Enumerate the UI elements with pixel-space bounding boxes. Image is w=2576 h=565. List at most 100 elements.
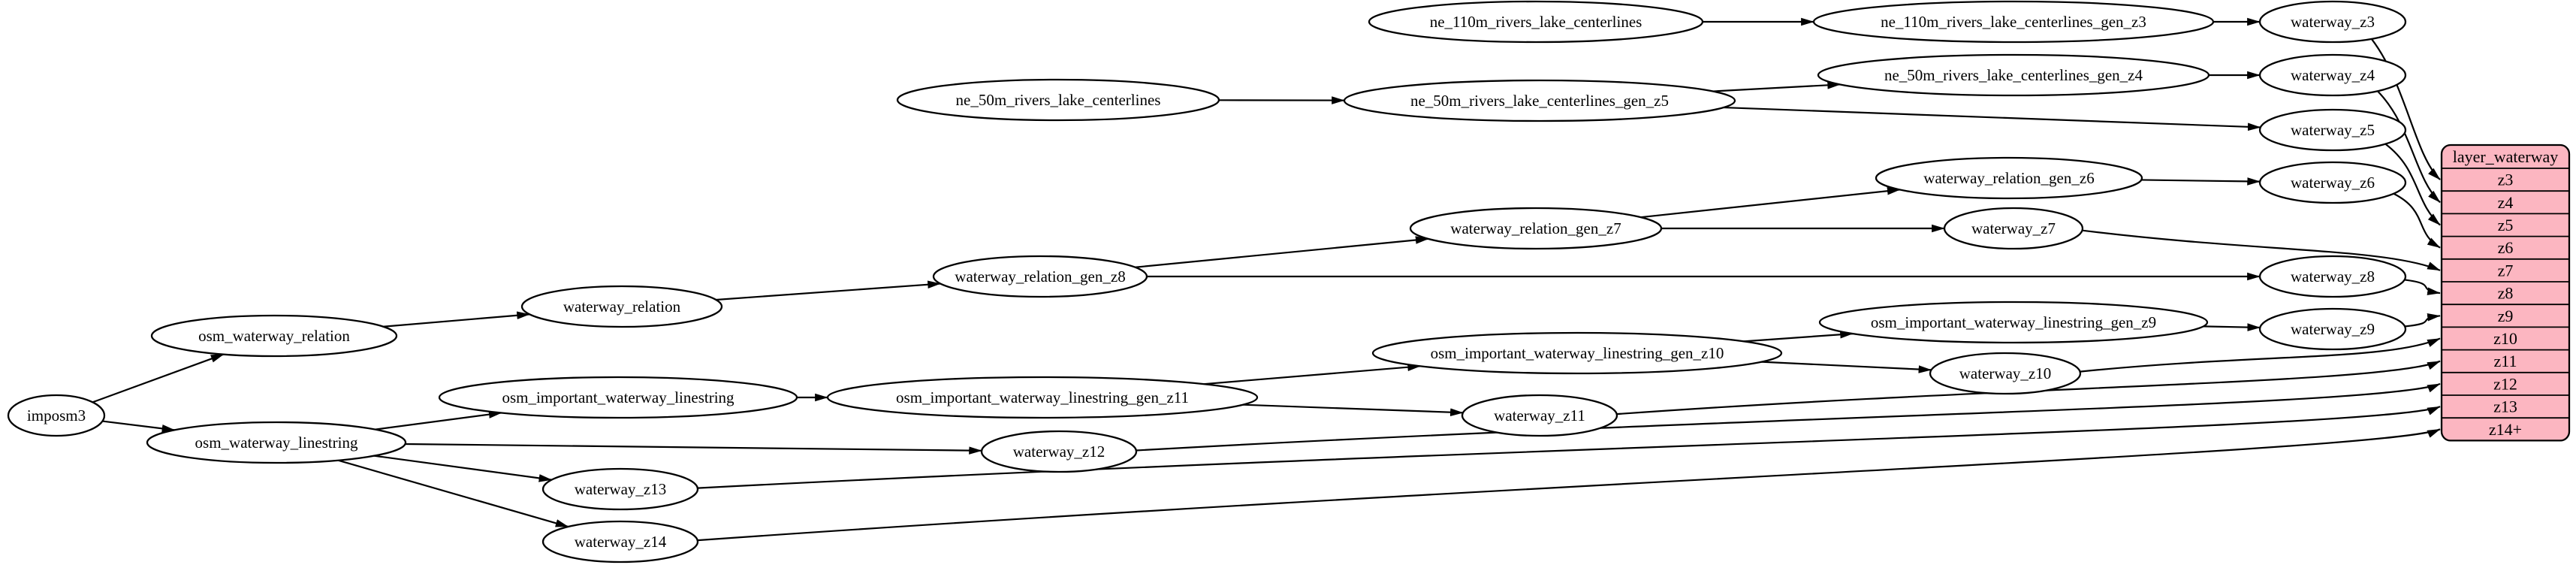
node-ellipse-waterway_relation_gen_z7 <box>1409 207 1663 250</box>
node-ellipse-osm_waterway_relation <box>150 314 398 358</box>
edge-ne_50m_rivers_lake_centerlines_gen_z5-to-waterway_z5 <box>1723 106 2261 131</box>
node-label-ne_50m_rivers_lake_centerlines: ne_50m_rivers_lake_centerlines <box>956 91 1161 109</box>
table-row-z8: z8 <box>2498 284 2514 303</box>
node-waterway_z5: waterway_z5 <box>2258 108 2407 152</box>
edge-imposm3-to-osm_waterway_relation <box>92 353 225 403</box>
node-waterway_relation_gen_z7: waterway_relation_gen_z7 <box>1409 207 1663 250</box>
table-row-z5: z5 <box>2498 216 2514 234</box>
node-label-waterway_z14: waterway_z14 <box>575 533 667 551</box>
edge-ne_50m_rivers_lake_centerlines_gen_z5-to-ne_50m_rivers_lake_centerlines_gen_z4 <box>1712 81 1841 92</box>
edge-waterway_z4-to-layer_waterway-z4 <box>2377 90 2441 204</box>
node-waterway_z12: waterway_z12 <box>980 430 1138 473</box>
edge-waterway_relation_gen_z8-to-waterway_relation_gen_z7 <box>1135 236 1429 268</box>
edge-waterway_z8-to-layer_waterway-z8 <box>2404 279 2441 295</box>
edge-osm_important_waterway_linestring_gen_z11-to-osm_important_waterway_linestring_gen_z10 <box>1203 363 1421 385</box>
node-label-waterway_z13: waterway_z13 <box>575 480 666 498</box>
node-label-ne_50m_rivers_lake_centerlines_gen_z5: ne_50m_rivers_lake_centerlines_gen_z5 <box>1410 92 1669 110</box>
table-row-z12: z12 <box>2493 374 2517 393</box>
node-ellipse-waterway_z3 <box>2258 0 2407 44</box>
node-label-waterway_relation_gen_z8: waterway_relation_gen_z8 <box>955 267 1125 286</box>
node-label-osm_waterway_relation: osm_waterway_relation <box>198 327 350 345</box>
node-label-imposm3: imposm3 <box>27 406 86 425</box>
table-layer_waterway: layer_waterwayz3z4z5z6z7z8z9z10z11z12z13… <box>2440 144 2571 442</box>
node-ellipse-imposm3 <box>7 394 106 437</box>
node-waterway_z7: waterway_z7 <box>1943 207 2084 250</box>
node-ellipse-waterway_relation <box>520 285 723 328</box>
node-waterway_relation: waterway_relation <box>520 285 723 328</box>
node-ellipse-waterway_z13 <box>541 467 699 511</box>
node-ellipse-ne_50m_rivers_lake_centerlines_gen_z4 <box>1817 53 2210 97</box>
node-waterway_z13: waterway_z13 <box>541 467 699 511</box>
edge-layer <box>92 17 2441 542</box>
node-ne_50m_rivers_lake_centerlines_gen_z5: ne_50m_rivers_lake_centerlines_gen_z5 <box>1343 79 1736 122</box>
node-ellipse-waterway_z9 <box>2258 307 2407 351</box>
node-ellipse-osm_important_waterway_linestring <box>438 376 798 419</box>
node-osm_important_waterway_linestring_gen_z11: osm_important_waterway_linestring_gen_z1… <box>826 376 1259 419</box>
node-ellipse-osm_waterway_linestring <box>146 421 407 464</box>
node-ellipse-ne_110m_rivers_lake_centerlines_gen_z3 <box>1812 0 2215 44</box>
node-label-osm_important_waterway_linestring_gen_z10: osm_important_waterway_linestring_gen_z1… <box>1431 344 1724 362</box>
table-row-z7: z7 <box>2498 261 2514 279</box>
node-waterway_relation_gen_z8: waterway_relation_gen_z8 <box>932 255 1148 298</box>
node-ellipse-waterway_z7 <box>1943 207 2084 250</box>
node-waterway_z9: waterway_z9 <box>2258 307 2407 351</box>
table-row-z9: z9 <box>2498 307 2514 325</box>
edge-waterway_z10-to-layer_waterway-z10 <box>2080 337 2441 373</box>
node-ne_110m_rivers_lake_centerlines: ne_110m_rivers_lake_centerlines <box>1368 0 1704 44</box>
node-ellipse-waterway_z6 <box>2258 161 2407 204</box>
node-label-waterway_z6: waterway_z6 <box>2291 174 2375 192</box>
node-ne_110m_rivers_lake_centerlines_gen_z3: ne_110m_rivers_lake_centerlines_gen_z3 <box>1812 0 2215 44</box>
edge-waterway_z6-to-layer_waterway-z6 <box>2393 192 2441 249</box>
node-label-waterway_z7: waterway_z7 <box>1971 219 2056 237</box>
node-label-waterway_z11: waterway_z11 <box>1494 406 1585 425</box>
table-row-z13: z13 <box>2493 397 2517 416</box>
node-waterway_z11: waterway_z11 <box>1461 394 1618 437</box>
node-waterway_z10: waterway_z10 <box>1929 352 2082 395</box>
edge-waterway_z9-to-layer_waterway-z9 <box>2405 313 2441 328</box>
edge-waterway_z12-to-layer_waterway-z12 <box>1136 382 2441 452</box>
node-ellipse-waterway_z11 <box>1461 394 1618 437</box>
table-row-z11: z11 <box>2494 352 2517 370</box>
node-ellipse-waterway_z12 <box>980 430 1138 473</box>
edge-waterway_z14-to-layer_waterway-z14+ <box>697 428 2441 542</box>
node-osm_important_waterway_linestring_gen_z9: osm_important_waterway_linestring_gen_z9 <box>1818 301 2209 344</box>
node-ellipse-waterway_z8 <box>2258 255 2407 298</box>
edge-osm_waterway_linestring-to-osm_important_waterway_linestring <box>375 410 502 431</box>
node-waterway_z3: waterway_z3 <box>2258 0 2407 44</box>
node-ellipse-ne_110m_rivers_lake_centerlines <box>1368 0 1704 44</box>
node-osm_important_waterway_linestring_gen_z10: osm_important_waterway_linestring_gen_z1… <box>1371 331 1783 375</box>
edge-osm_waterway_linestring-to-waterway_z14 <box>337 459 569 528</box>
node-label-waterway_relation: waterway_relation <box>563 298 681 316</box>
node-waterway_z4: waterway_z4 <box>2258 53 2407 97</box>
node-ellipse-waterway_z14 <box>541 520 699 563</box>
node-label-osm_important_waterway_linestring_gen_z11: osm_important_waterway_linestring_gen_z1… <box>896 388 1189 406</box>
node-ellipse-waterway_z10 <box>1929 352 2082 395</box>
node-waterway_z8: waterway_z8 <box>2258 255 2407 298</box>
node-imposm3: imposm3 <box>7 394 106 437</box>
table-row-z3: z3 <box>2498 171 2514 189</box>
edge-waterway_relation-to-waterway_relation_gen_z8 <box>716 280 941 301</box>
node-label-ne_110m_rivers_lake_centerlines_gen_z3: ne_110m_rivers_lake_centerlines_gen_z3 <box>1881 13 2146 31</box>
node-ellipse-waterway_relation_gen_z6 <box>1875 156 2143 200</box>
table-row-z10: z10 <box>2493 329 2517 348</box>
node-ellipse-osm_important_waterway_linestring_gen_z10 <box>1371 331 1783 375</box>
node-ellipse-osm_important_waterway_linestring_gen_z9 <box>1818 301 2209 344</box>
node-waterway_z6: waterway_z6 <box>2258 161 2407 204</box>
node-label-osm_important_waterway_linestring: osm_important_waterway_linestring <box>502 388 734 406</box>
table-row-z6: z6 <box>2498 238 2514 257</box>
edge-waterway_z7-to-layer_waterway-z7 <box>2082 229 2441 271</box>
table-title: layer_waterway <box>2453 147 2558 166</box>
edge-waterway_z11-to-layer_waterway-z11 <box>1616 360 2441 415</box>
node-label-osm_waterway_linestring: osm_waterway_linestring <box>195 434 358 452</box>
node-label-waterway_z4: waterway_z4 <box>2291 66 2375 84</box>
edge-osm_important_waterway_linestring_gen_z9-to-waterway_z9 <box>2203 323 2261 331</box>
node-label-waterway_z9: waterway_z9 <box>2291 320 2375 338</box>
edge-waterway_z3-to-layer_waterway-z3 <box>2370 38 2441 180</box>
edge-osm_waterway_linestring-to-waterway_z12 <box>405 443 982 455</box>
node-waterway_relation_gen_z6: waterway_relation_gen_z6 <box>1875 156 2143 200</box>
node-ellipse-ne_50m_rivers_lake_centerlines <box>896 78 1220 122</box>
node-label-waterway_z8: waterway_z8 <box>2291 267 2375 286</box>
node-label-waterway_z12: waterway_z12 <box>1013 443 1105 461</box>
node-ne_50m_rivers_lake_centerlines: ne_50m_rivers_lake_centerlines <box>896 78 1220 122</box>
